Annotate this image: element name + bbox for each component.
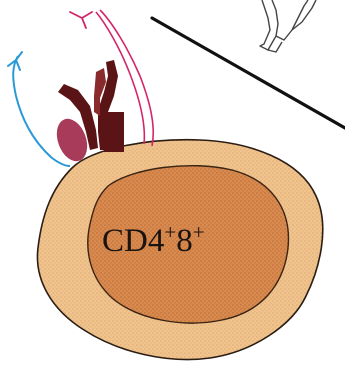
- antibody-outline-icon: [260, 0, 316, 52]
- blue-strand-fork-icon: [8, 52, 22, 70]
- cell-label-8: 8: [176, 223, 193, 259]
- cell-label-cd4: CD4: [102, 223, 164, 259]
- cell-label-sup-1: +: [164, 220, 176, 244]
- magenta-fork-icon: [70, 12, 92, 28]
- divider-line: [152, 18, 345, 128]
- cell-label-sup-2: +: [193, 220, 205, 244]
- cell-label: CD4+8+: [102, 220, 205, 259]
